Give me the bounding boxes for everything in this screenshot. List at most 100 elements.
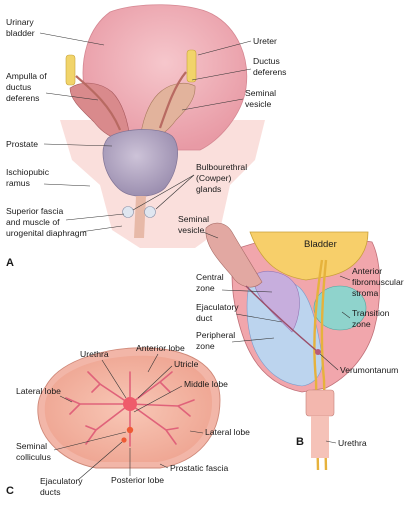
svg-text:Anterior lobe: Anterior lobe: [136, 343, 185, 353]
label-lateral-lobe-right: Lateral lobe: [189, 427, 250, 437]
svg-text:Utricle: Utricle: [174, 359, 199, 369]
svg-text:deferens: deferens: [253, 67, 286, 77]
prostatic-urethra: [313, 259, 328, 471]
ejaculatory-duct-opening: [121, 437, 127, 443]
svg-text:fibromuscular: fibromuscular: [352, 277, 404, 287]
panel-b-letter: B: [296, 436, 304, 448]
svg-text:and muscle of: and muscle of: [6, 217, 60, 227]
svg-text:Lateral lobe: Lateral lobe: [205, 427, 250, 437]
svg-text:vesicle: vesicle: [178, 225, 204, 235]
svg-text:zone: zone: [196, 283, 215, 293]
svg-text:Anterior: Anterior: [352, 266, 382, 276]
svg-text:Verumontanum: Verumontanum: [340, 365, 398, 375]
central-zone: [253, 271, 300, 333]
svg-text:Prostate: Prostate: [6, 139, 38, 149]
label-urinary-bladder: Urinary bladder: [6, 17, 105, 46]
bulbourethral-gland-right: [144, 206, 156, 218]
label-ischiopubic-ramus: Ischiopubic ramus: [6, 167, 91, 188]
label-seminal-colliculus: Seminal colliculus: [16, 431, 127, 462]
svg-text:zone: zone: [352, 319, 371, 329]
svg-text:bladder: bladder: [6, 28, 35, 38]
svg-text:Lateral lobe: Lateral lobe: [16, 386, 61, 396]
svg-text:zone: zone: [196, 341, 215, 351]
svg-text:ducts: ducts: [40, 487, 61, 497]
svg-text:stroma: stroma: [352, 288, 378, 298]
svg-text:ramus: ramus: [6, 178, 30, 188]
svg-text:Seminal: Seminal: [16, 441, 47, 451]
seminal-vesicle-b: [205, 222, 263, 288]
label-seminal-vesicle-a: Seminal vesicle: [181, 88, 276, 111]
svg-text:Transition: Transition: [352, 308, 390, 318]
svg-text:Ureter: Ureter: [253, 36, 277, 46]
label-lateral-lobe-left: Lateral lobe: [16, 386, 73, 403]
svg-text:Posterior lobe: Posterior lobe: [111, 475, 164, 485]
label-utricle: Utricle: [137, 359, 199, 399]
label-verumontanum: Verumontanum: [319, 353, 398, 375]
svg-text:(Cowper): (Cowper): [196, 173, 231, 183]
svg-text:Seminal: Seminal: [245, 88, 276, 98]
label-superior-fascia: Superior fascia and muscle of urogenital…: [6, 206, 125, 238]
svg-text:Ischiopubic: Ischiopubic: [6, 167, 50, 177]
distal-urethra: [311, 416, 329, 458]
svg-text:Ejaculatory: Ejaculatory: [40, 476, 83, 486]
svg-text:Urethra: Urethra: [338, 438, 367, 448]
prostate-gland: [102, 129, 178, 197]
label-ureter: Ureter: [197, 36, 277, 56]
svg-text:Ejaculatory: Ejaculatory: [196, 302, 239, 312]
svg-text:colliculus: colliculus: [16, 452, 51, 462]
svg-text:Urinary: Urinary: [6, 17, 34, 27]
label-bulbourethral: Bulbourethral (Cowper) glands: [132, 162, 247, 211]
label-posterior-lobe: Posterior lobe: [111, 448, 164, 485]
label-seminal-vesicle-b: Seminal vesicle: [178, 214, 219, 239]
svg-text:deferens: deferens: [6, 93, 39, 103]
transition-zone: [313, 285, 367, 331]
bladder-b: [249, 231, 369, 281]
svg-text:Middle lobe: Middle lobe: [184, 379, 228, 389]
label-peripheral-zone: Peripheral zone: [196, 330, 275, 351]
svg-text:Urethra: Urethra: [80, 349, 109, 359]
urethra-lumen: [123, 397, 137, 411]
bulbourethral-gland-left: [122, 206, 134, 218]
label-prostate: Prostate: [6, 139, 113, 149]
label-bladder-b: Bladder: [304, 239, 337, 250]
panel-a: Urinary bladder Ureter Ductus deferens A…: [6, 4, 286, 269]
svg-text:Ductus: Ductus: [253, 56, 280, 66]
panel-c: Urethra Anterior lobe Utricle Lateral lo…: [6, 343, 250, 497]
svg-text:vesicle: vesicle: [245, 99, 271, 109]
label-transition-zone: Transition zone: [341, 308, 390, 329]
svg-text:Peripheral: Peripheral: [196, 330, 235, 340]
label-ampulla: Ampulla of ductus deferens: [6, 71, 99, 103]
svg-text:Prostatic fascia: Prostatic fascia: [170, 463, 228, 473]
svg-text:glands: glands: [196, 184, 221, 194]
label-urethra-c: Urethra: [80, 349, 127, 399]
label-anterior-stroma: Anterior fibromuscular stroma: [339, 266, 404, 298]
svg-text:Bulbourethral: Bulbourethral: [196, 162, 247, 172]
ejaculatory-duct-b: [245, 285, 319, 353]
panel-b: Bladder Seminal vesicle Anterior fibromu…: [178, 214, 404, 471]
svg-text:Seminal: Seminal: [178, 214, 209, 224]
urethral-sphincter: [305, 389, 335, 417]
svg-text:Central: Central: [196, 272, 224, 282]
label-middle-lobe: Middle lobe: [133, 379, 228, 413]
verumontanum: [315, 349, 321, 355]
ureter-left: [65, 54, 76, 86]
svg-text:Ampulla of: Ampulla of: [6, 71, 47, 81]
svg-text:ductus: ductus: [6, 82, 31, 92]
label-prostatic-fascia: Prostatic fascia: [159, 463, 228, 473]
panel-c-letter: C: [6, 485, 14, 497]
utricle: [126, 426, 134, 434]
svg-text:urogenital diaphragm: urogenital diaphragm: [6, 228, 87, 238]
svg-text:Superior fascia: Superior fascia: [6, 206, 64, 216]
panel-a-letter: A: [6, 257, 14, 269]
label-ejaculatory-ducts: Ejaculatory ducts: [40, 441, 123, 497]
label-ductus-deferens: Ductus deferens: [191, 56, 286, 81]
membranous-urethra: [134, 196, 146, 238]
label-urethra-b: Urethra: [325, 438, 367, 448]
label-anterior-lobe: Anterior lobe: [136, 343, 185, 373]
svg-text:duct: duct: [196, 313, 213, 323]
ureter-right: [186, 49, 197, 83]
ductus-deferens: [75, 71, 187, 131]
label-ejaculatory-duct: Ejaculatory duct: [196, 302, 283, 323]
label-central-zone: Central zone: [196, 272, 273, 293]
